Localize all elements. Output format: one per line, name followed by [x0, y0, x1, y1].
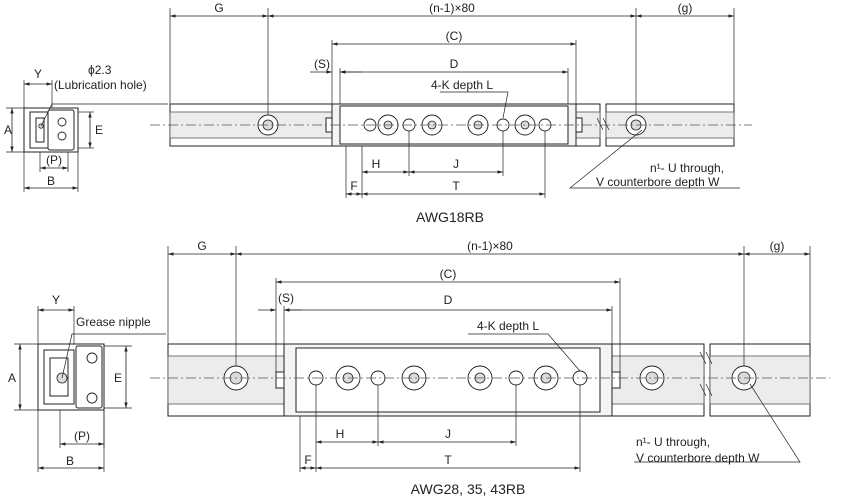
top-label-H: H [372, 157, 381, 171]
bottom-U-leader [634, 383, 801, 463]
top-break-mark [596, 117, 610, 131]
bottom-label-S: (S) [278, 291, 294, 305]
bottom-break-mark [699, 351, 713, 397]
top-K-leader [440, 91, 509, 119]
bottom-side-label-B: B [66, 454, 74, 468]
bottom-label-g: (g) [770, 239, 785, 253]
top-label-J: J [453, 157, 459, 171]
top-label-F: F [350, 179, 357, 193]
bottom-label-C: (C) [440, 267, 457, 281]
bottom-side-label-A: A [8, 371, 16, 385]
bottom-side-label-Y: Y [52, 293, 60, 307]
bottom-side-bolt-1 [86, 352, 98, 364]
top-label-S: (S) [314, 57, 330, 71]
top-side-label-A: A [4, 123, 12, 137]
bottom-front-view [150, 246, 830, 472]
top-side-label-Y: Y [34, 67, 42, 81]
top-label-T: T [452, 179, 460, 193]
top-side-slider [47, 109, 75, 151]
bottom-labels: G (n-1)×80 (g) (C) (S) D 4-K depth L H J… [8, 239, 784, 497]
top-side-bolt-1 [57, 117, 67, 127]
top-side-label-phi: ϕ2.3 [88, 63, 112, 77]
bottom-label-K: 4-K depth L [477, 319, 539, 333]
bottom-label-J: J [445, 427, 451, 441]
bottom-side-label-P: (P) [74, 429, 90, 443]
top-front-view [150, 8, 752, 198]
top-label-n80: (n-1)×80 [429, 1, 475, 15]
bottom-label-D: D [444, 293, 453, 307]
bottom-side-label-E: E [114, 371, 122, 385]
bottom-grease-leader [61, 333, 166, 379]
top-side-label-B: B [47, 174, 55, 188]
top-label-G: G [214, 1, 223, 15]
top-label-D: D [450, 57, 459, 71]
top-side-rail-inner [35, 117, 45, 143]
bottom-label-G: G [197, 239, 206, 253]
bottom-K-leader [468, 333, 581, 372]
bottom-label-T: T [444, 453, 452, 467]
bottom-label-U1: n¹- U through, [636, 435, 710, 449]
bottom-label-n80: (n-1)×80 [467, 239, 513, 253]
bottom-side-bolt-2 [86, 392, 98, 404]
bottom-label-U2: V counterbore depth W [636, 451, 760, 465]
top-side-label-lub: (Lubrication hole) [54, 78, 147, 92]
top-side-label-E: E [95, 123, 103, 137]
bottom-label-H: H [336, 427, 345, 441]
top-side-label-P: (P) [46, 153, 62, 167]
top-label-U2: V counterbore depth W [596, 175, 720, 189]
bottom-rail-groove-right [709, 355, 811, 405]
top-label-C: (C) [446, 29, 463, 43]
top-label-K: 4-K depth L [431, 78, 493, 92]
bottom-label-F: F [304, 453, 311, 467]
top-side-bolt-2 [57, 131, 67, 141]
bottom-side-label-grease: Grease nipple [76, 315, 151, 329]
top-side-view [6, 80, 168, 192]
top-caption: AWG18RB [416, 209, 484, 225]
top-label-g: (g) [678, 1, 693, 15]
bottom-side-view [14, 306, 166, 472]
top-labels: G (n-1)×80 (g) (C) (S) D 4-K depth L H J… [4, 1, 724, 225]
top-U-leader [569, 129, 740, 189]
bottom-caption: AWG28, 35, 43RB [411, 481, 526, 497]
top-label-U1: n¹- U through, [650, 161, 724, 175]
